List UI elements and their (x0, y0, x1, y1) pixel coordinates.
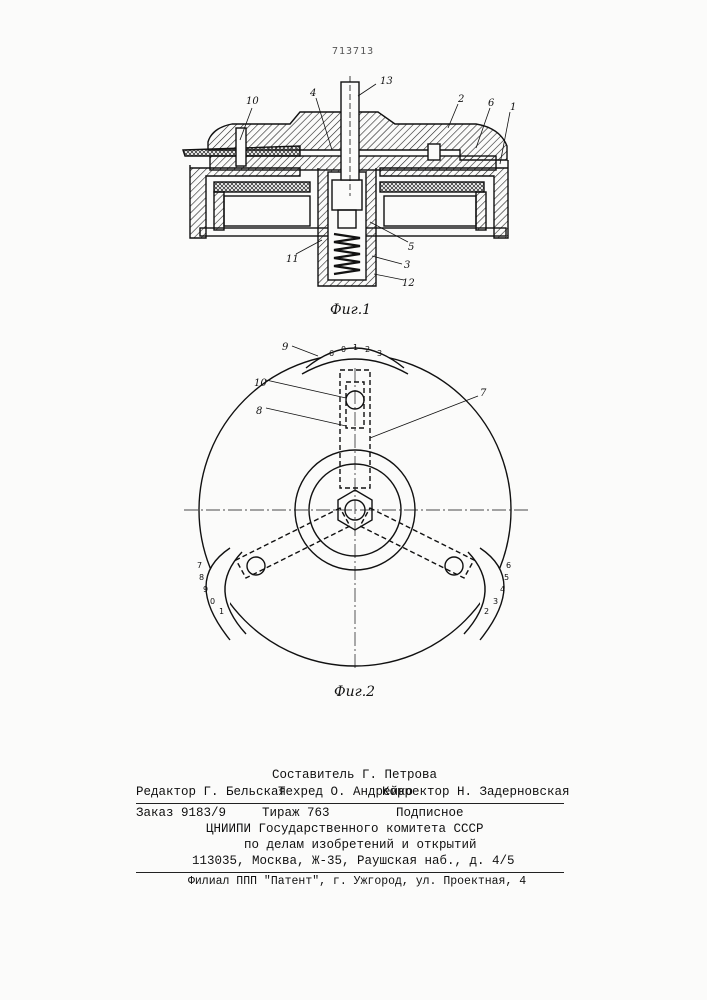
imprint-branch: Филиал ППП "Патент", г. Ужгород, ул. Про… (188, 875, 526, 888)
imprint-editor: Редактор Г. Бельская (136, 785, 286, 799)
svg-text:4: 4 (309, 88, 316, 99)
svg-text:2: 2 (484, 607, 489, 616)
figure-1-caption: Фиг.1 (330, 302, 371, 318)
svg-text:9: 9 (203, 585, 208, 594)
figure-2-dial-scales: 6 0 1 2 3 7 8 9 0 1 6 5 4 3 2 (197, 343, 511, 616)
svg-text:8: 8 (256, 406, 262, 417)
svg-text:11: 11 (286, 254, 299, 265)
svg-text:13: 13 (380, 76, 393, 87)
imprint-order: Заказ 9183/9 (136, 806, 226, 820)
imprint-subscription: Подписное (396, 806, 464, 820)
imprint-rule-bottom (136, 872, 564, 873)
imprint-rule-top (136, 803, 564, 804)
svg-text:6: 6 (488, 98, 495, 109)
imprint-dept: по делам изобретений и открытий (244, 838, 477, 852)
svg-text:2: 2 (457, 94, 464, 105)
svg-text:3: 3 (377, 349, 382, 358)
imprint-compiler: Составитель Г. Петрова (272, 768, 437, 782)
imprint-institute: ЦНИИПИ Государственного комитета СССР (206, 822, 484, 836)
svg-text:1: 1 (219, 607, 224, 616)
svg-text:6: 6 (329, 349, 334, 358)
imprint-circulation: Тираж 763 (262, 806, 330, 820)
svg-text:3: 3 (404, 260, 410, 271)
svg-text:5: 5 (408, 242, 414, 253)
figure-1-section (183, 76, 510, 286)
svg-text:2: 2 (365, 345, 370, 354)
svg-text:10: 10 (254, 378, 267, 389)
svg-text:4: 4 (500, 585, 505, 594)
svg-text:1: 1 (353, 343, 358, 352)
svg-text:7: 7 (197, 561, 202, 570)
imprint-corrector: Корректор Н. Задерновская (382, 785, 570, 799)
figure-2-caption: Фиг.2 (334, 684, 375, 700)
svg-text:8: 8 (199, 573, 204, 582)
svg-text:12: 12 (402, 278, 415, 289)
svg-text:3: 3 (493, 597, 498, 606)
svg-text:5: 5 (504, 573, 509, 582)
patent-number: 713713 (332, 46, 374, 57)
imprint-address: 113035, Москва, Ж-35, Раушская наб., д. … (192, 854, 515, 868)
svg-text:10: 10 (246, 96, 259, 107)
svg-text:0: 0 (210, 597, 215, 606)
svg-text:7: 7 (480, 388, 487, 399)
svg-text:1: 1 (510, 102, 516, 113)
svg-text:9: 9 (282, 342, 289, 353)
svg-text:0: 0 (341, 345, 346, 354)
figure-2-plan (184, 346, 530, 668)
svg-text:6: 6 (506, 561, 511, 570)
